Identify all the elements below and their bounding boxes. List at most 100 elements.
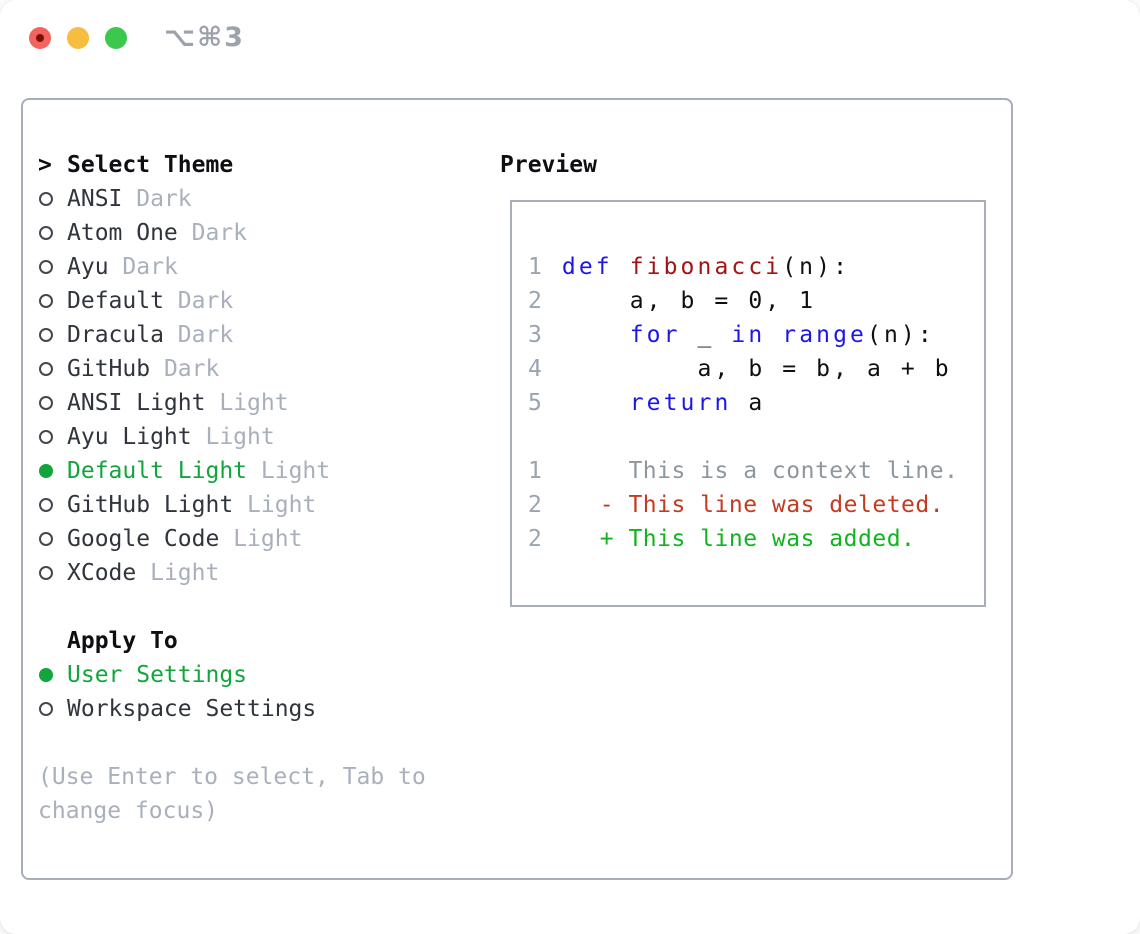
radio-cell xyxy=(38,464,67,478)
apply-option-user-settings[interactable]: User Settings xyxy=(38,658,426,692)
help-text: change focus) xyxy=(38,798,219,824)
code-segment: a, b = b, a + b xyxy=(561,356,952,382)
theme-option-ansi-dark[interactable]: ANSI Dark xyxy=(38,182,426,216)
theme-option-google-code-light[interactable]: Google Code Light xyxy=(38,522,426,556)
theme-option-ayu-dark[interactable]: Ayu Dark xyxy=(38,250,426,284)
theme-name: Google Code xyxy=(67,526,220,552)
line-number: 2 xyxy=(528,526,543,552)
selection-cursor-icon: > xyxy=(38,152,52,178)
unsaved-indicator-dot xyxy=(36,34,44,42)
code-segment: (n): xyxy=(867,322,935,348)
apply-to-title: Apply To xyxy=(67,628,178,654)
preview-line: 4 a, b = b, a + b xyxy=(528,352,984,386)
code-segment: range xyxy=(782,322,867,348)
theme-variant-tag: Dark xyxy=(122,254,178,280)
radio-selected-icon xyxy=(39,668,53,682)
radio-cell xyxy=(38,192,67,206)
apply-option-workspace-settings[interactable]: Workspace Settings xyxy=(38,692,426,726)
line-number: 4 xyxy=(528,356,562,382)
code-segment: - This line was deleted. xyxy=(542,492,945,518)
close-button[interactable] xyxy=(29,27,51,49)
theme-variant-tag: Light xyxy=(150,560,220,586)
theme-name: XCode xyxy=(67,560,137,586)
apply-option-name: Workspace Settings xyxy=(67,696,317,722)
zoom-button[interactable] xyxy=(105,27,127,49)
theme-option-default-light-light[interactable]: Default Light Light xyxy=(38,454,426,488)
radio-icon xyxy=(39,702,53,716)
theme-option-ayu-light-light[interactable]: Ayu Light Light xyxy=(38,420,426,454)
code-segment: _ xyxy=(680,322,732,348)
theme-name: Ayu xyxy=(67,254,109,280)
minimize-button[interactable] xyxy=(67,27,89,49)
radio-icon xyxy=(39,532,53,546)
theme-variant-tag: Light xyxy=(247,492,317,518)
theme-option-ansi-light-light[interactable]: ANSI Light Light xyxy=(38,386,426,420)
radio-cell xyxy=(38,396,67,410)
theme-variant-tag: Dark xyxy=(136,186,192,212)
radio-icon xyxy=(39,260,53,274)
code-segment xyxy=(562,390,630,416)
radio-cell xyxy=(38,430,67,444)
radio-cell xyxy=(38,226,67,240)
radio-cell xyxy=(38,668,67,682)
theme-name: ANSI xyxy=(67,186,123,212)
code-segment: return xyxy=(629,390,732,416)
code-segment: def xyxy=(561,254,613,280)
radio-cell xyxy=(38,260,67,274)
code-segment: a xyxy=(731,390,766,416)
theme-option-default-dark[interactable]: Default Dark xyxy=(38,284,426,318)
code-segment xyxy=(562,322,630,348)
code-segment: a, b = 0, 1 xyxy=(561,288,817,314)
radio-icon xyxy=(39,430,53,444)
theme-variant-tag: Dark xyxy=(163,356,220,382)
theme-option-atom-one-dark[interactable]: Atom One Dark xyxy=(38,216,426,250)
theme-name: Atom One xyxy=(67,220,178,246)
code-segment: (n): xyxy=(782,254,851,280)
theme-option-github-light-light[interactable]: GitHub Light Light xyxy=(38,488,426,522)
window-title: ⌥⌘3 xyxy=(164,22,245,53)
radio-cell xyxy=(38,294,67,308)
code-segment: fibonacci xyxy=(629,254,783,280)
radio-cell xyxy=(38,328,67,342)
code-segment: This is a context line. xyxy=(542,458,959,484)
radio-icon xyxy=(39,192,53,206)
preview-line: 1 This is a context line. xyxy=(528,454,984,488)
theme-name: GitHub Light xyxy=(67,492,234,518)
theme-option-xcode-light[interactable]: XCode Light xyxy=(38,556,426,590)
radio-icon xyxy=(39,498,53,512)
radio-icon xyxy=(39,362,53,376)
code-segment xyxy=(613,254,630,280)
theme-list-title: Select Theme xyxy=(67,152,234,178)
line-number: 3 xyxy=(528,322,562,348)
radio-cell xyxy=(38,702,67,716)
theme-name: ANSI Light xyxy=(67,390,206,416)
theme-name: Default xyxy=(67,288,164,314)
line-number: 1 xyxy=(528,458,543,484)
theme-name: GitHub xyxy=(67,356,151,382)
radio-cell xyxy=(38,532,67,546)
code-segment xyxy=(765,322,782,348)
theme-name: Dracula xyxy=(67,322,164,348)
help-text: (Use Enter to select, Tab to xyxy=(38,764,426,790)
preview-line: 5 return a xyxy=(528,386,984,420)
selection-cursor-cell: > xyxy=(38,152,67,178)
radio-icon xyxy=(39,396,53,410)
theme-option-dracula-dark[interactable]: Dracula Dark xyxy=(38,318,426,352)
code-segment: for xyxy=(629,322,681,348)
theme-variant-tag: Light xyxy=(233,526,303,552)
radio-icon xyxy=(39,566,53,580)
radio-selected-icon xyxy=(39,464,53,478)
preview-title: Preview xyxy=(500,152,597,178)
preview-line: 2 + This line was added. xyxy=(528,522,984,556)
radio-icon xyxy=(39,294,53,308)
line-number: 2 xyxy=(528,492,543,518)
theme-variant-tag: Dark xyxy=(177,288,234,314)
theme-variant-tag: Light xyxy=(205,424,275,450)
theme-list-header: > Select Theme xyxy=(38,148,426,182)
theme-variant-tag: Light xyxy=(219,390,289,416)
theme-option-github-dark[interactable]: GitHub Dark xyxy=(38,352,426,386)
radio-icon xyxy=(39,226,53,240)
